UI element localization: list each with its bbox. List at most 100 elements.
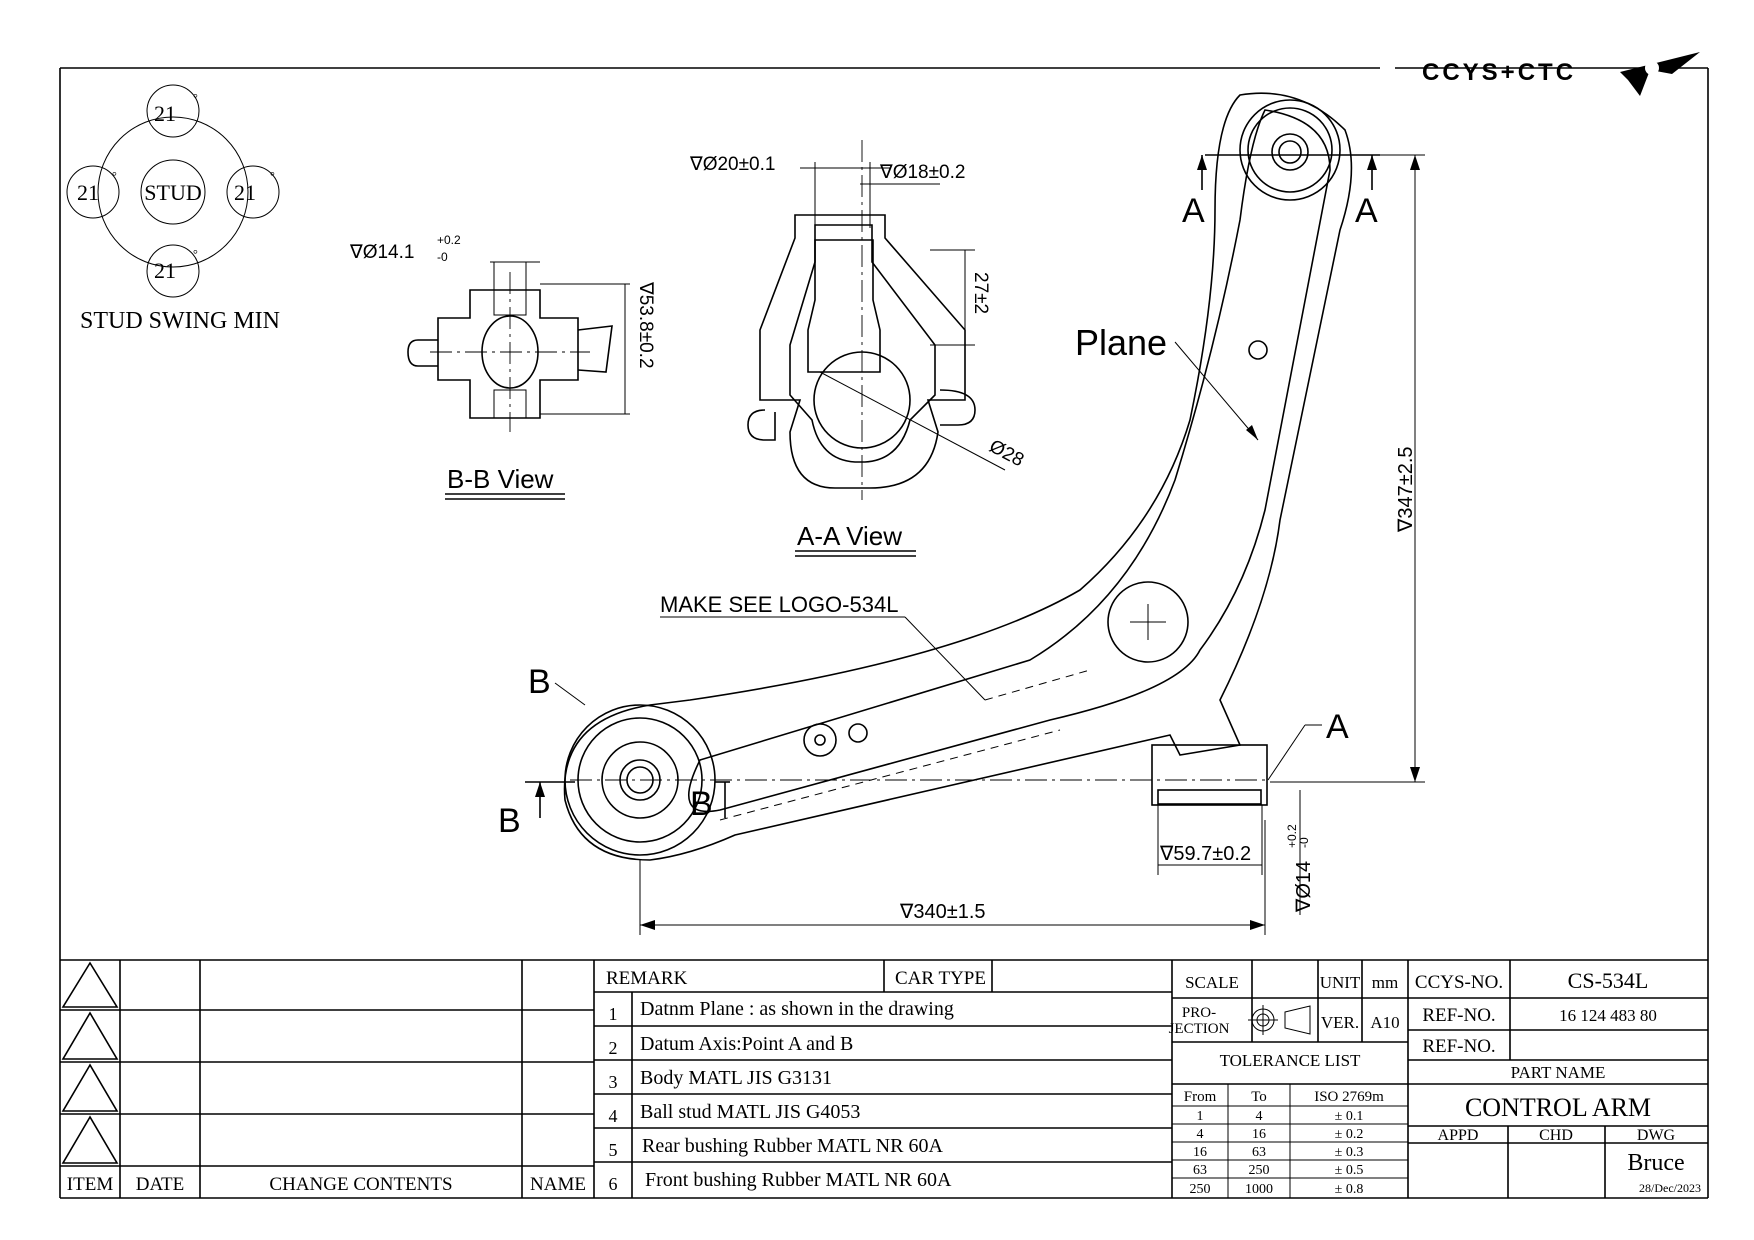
plane-label: Plane (1075, 322, 1167, 363)
overall-height-dimension: ∇347±2.5 (1395, 446, 1417, 533)
swing-angle-right: 21 (234, 180, 256, 205)
section-mark-a-bushing: A (1326, 708, 1349, 746)
tol-value: ± 0.2 (1335, 1127, 1364, 1142)
projection-symbol-icon (1248, 1005, 1311, 1035)
section-mark-b-top: B (528, 663, 551, 701)
bushing-bore-tol-upper: +0.2 (1285, 824, 1299, 848)
car-type-header: CAR TYPE (895, 968, 986, 989)
appd-label: APPD (1438, 1127, 1479, 1144)
section-mark-a-left: A (1182, 192, 1205, 230)
remark-text: Rear bushing Rubber MATL NR 60A (642, 1135, 943, 1157)
remarks-table: REMARK CAR TYPE 1 Datnm Plane : as shown… (594, 960, 1173, 1198)
title-block: ITEM DATE CHANGE CONTENTS NAME REMARK CA… (60, 959, 1708, 1198)
ccys-no-label: CCYS-NO. (1415, 972, 1503, 993)
aa-view-title: A-A View (797, 521, 902, 551)
projection-label-line1: PRO- (1182, 1005, 1216, 1021)
swing-angle-left: 21 (77, 180, 99, 205)
remark-text: Front bushing Rubber MATL NR 60A (645, 1169, 952, 1191)
sheet-frame (59, 67, 1709, 1199)
aa-stud-dimension: ∇Ø18±0.2 (879, 162, 965, 183)
logo-mark-icon (1620, 52, 1700, 96)
remark-no: 5 (609, 1140, 618, 1160)
overall-length-dimension: ∇340±1.5 (899, 901, 986, 923)
tol-to: 250 (1249, 1163, 1270, 1178)
unit-value: mm (1372, 973, 1398, 992)
bushing-bore-dimension: ∇Ø14 (1293, 861, 1315, 913)
degree-mark: ° (270, 169, 275, 183)
ref-no-label-2: REF-NO. (1422, 1036, 1495, 1057)
swing-angle-bottom: 21 (154, 258, 176, 283)
tol-to: 63 (1252, 1145, 1266, 1160)
section-mark-a-right: A (1355, 192, 1378, 230)
ver-value: A10 (1370, 1013, 1399, 1032)
logo-note: MAKE SEE LOGO-534L (660, 592, 898, 617)
rev-header-change: CHANGE CONTENTS (269, 1174, 452, 1195)
tol-to: 4 (1256, 1109, 1263, 1124)
remark-no: 2 (609, 1038, 618, 1058)
remark-no: 1 (609, 1004, 618, 1024)
dwg-label: DWG (1637, 1127, 1676, 1144)
tol-from: 1 (1197, 1109, 1204, 1124)
remark-no: 3 (609, 1072, 618, 1092)
part-name-value: CONTROL ARM (1465, 1093, 1651, 1122)
bb-bore-tol-lower: -0 (437, 250, 448, 264)
aa-height-dimension: 27±2 (970, 272, 991, 314)
control-arm-main-view: A A A B B B Plane MAKE SEE LOGO-534L ∇34… (498, 92, 1425, 935)
tolerance-title: TOLERANCE LIST (1220, 1051, 1361, 1070)
logo-text: CCYS+CTC (1422, 59, 1576, 86)
tol-from: 250 (1190, 1182, 1211, 1197)
degree-mark: ° (112, 169, 117, 183)
tol-from: 16 (1193, 1145, 1207, 1160)
aa-top-dimension: ∇Ø20±0.1 (689, 154, 775, 175)
stud-swing-diagram: STUD 21 ° 21 ° 21 ° 21 ° STUD SWING MIN (66, 84, 280, 334)
bb-section-view: ∇Ø14.1 +0.2 -0 ∇53.8±0.2 B-B View (349, 233, 656, 500)
remark-text: Datum Axis:Point A and B (640, 1033, 853, 1055)
bushing-length-dimension: ∇59.7±0.2 (1159, 843, 1251, 865)
tol-to: 16 (1252, 1127, 1266, 1142)
revision-table: ITEM DATE CHANGE CONTENTS NAME (60, 960, 595, 1198)
bb-view-title: B-B View (447, 464, 554, 494)
identity-block: CCYS-NO. CS-534L REF-NO. 16 124 483 80 R… (1408, 960, 1708, 1198)
aa-ball-dimension: Ø28 (986, 436, 1028, 471)
remark-header: REMARK (606, 968, 688, 989)
chd-label: CHD (1539, 1127, 1573, 1144)
tol-from: 63 (1193, 1163, 1207, 1178)
tol-header-from: From (1184, 1089, 1217, 1105)
tol-header-to: To (1251, 1089, 1267, 1105)
remark-text: Datnm Plane : as shown in the drawing (640, 998, 954, 1020)
section-mark-b-right: B (690, 785, 713, 823)
remark-text: Ball stud MATL JIS G4053 (640, 1101, 860, 1123)
degree-mark: ° (193, 91, 198, 105)
stud-label: STUD (144, 180, 201, 205)
tol-value: ± 0.8 (1335, 1182, 1364, 1197)
dwg-date: 28/Dec/2023 (1639, 1181, 1701, 1195)
tol-to: 1000 (1245, 1182, 1273, 1197)
ver-label: VER. (1321, 1013, 1359, 1032)
rev-header-name: NAME (530, 1174, 586, 1195)
part-name-label: PART NAME (1511, 1063, 1606, 1082)
rev-header-date: DATE (136, 1174, 185, 1195)
company-logo: CCYS+CTC (1422, 52, 1700, 96)
bushing-bore-tol-lower: -0 (1297, 837, 1311, 848)
ref-no-label: REF-NO. (1422, 1005, 1495, 1026)
bb-bore-dimension: ∇Ø14.1 (349, 242, 414, 263)
ccys-no-value: CS-534L (1568, 968, 1649, 993)
bb-bore-tol-upper: +0.2 (437, 233, 461, 247)
unit-label: UNIT (1320, 973, 1361, 992)
swing-angle-top: 21 (154, 101, 176, 126)
ref-no-value: 16 124 483 80 (1559, 1006, 1657, 1025)
tol-value: ± 0.1 (1335, 1109, 1364, 1124)
tol-value: ± 0.5 (1335, 1163, 1364, 1178)
aa-section-view: ∇Ø20±0.1 ∇Ø18±0.2 27±2 Ø28 A-A View (689, 140, 1028, 557)
section-mark-b-left: B (498, 802, 521, 840)
remark-no: 4 (609, 1106, 618, 1126)
degree-mark: ° (193, 247, 198, 261)
rev-header-item: ITEM (67, 1174, 114, 1195)
bb-outer-dimension: ∇53.8±0.2 (635, 281, 656, 369)
scale-tolerance-block: SCALE UNIT mm PRO- JECTION VER. A10 TOLE… (1169, 960, 1409, 1198)
dwg-name: Bruce (1627, 1150, 1684, 1176)
projection-label-line2: JECTION (1169, 1021, 1230, 1037)
remark-text: Body MATL JIS G3131 (640, 1067, 832, 1089)
scale-label: SCALE (1185, 973, 1239, 992)
